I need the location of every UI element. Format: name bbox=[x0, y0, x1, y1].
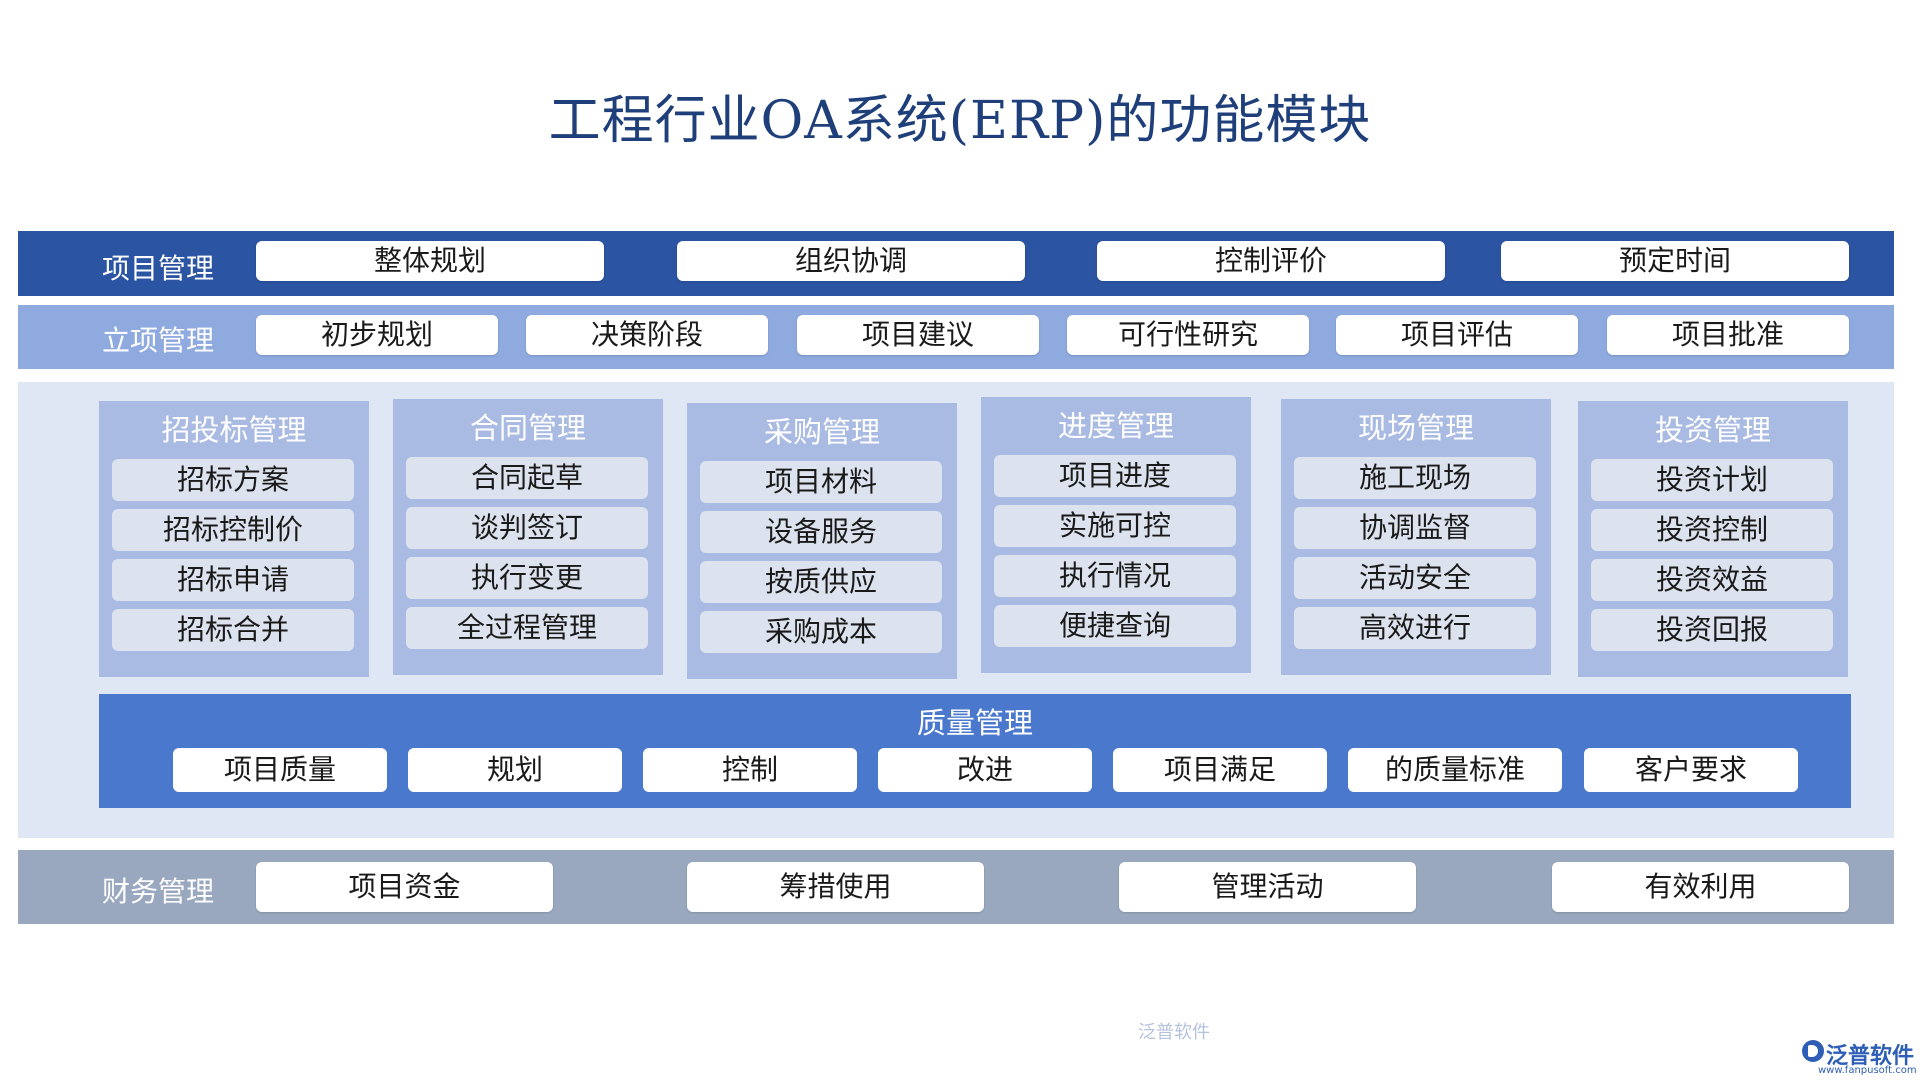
initiation-item-3: 项目建议 bbox=[797, 315, 1039, 355]
module-item: 施工现场 bbox=[1294, 457, 1536, 499]
module-site: 现场管理 施工现场 协调监督 活动安全 高效进行 bbox=[1281, 399, 1551, 675]
module-title: 采购管理 bbox=[763, 415, 880, 449]
finance-management-band: 财务管理 项目资金 筹措使用 管理活动 有效利用 bbox=[18, 850, 1894, 924]
project-management-label: 项目管理 bbox=[102, 252, 215, 285]
module-title: 合同管理 bbox=[469, 411, 586, 445]
module-title: 进度管理 bbox=[1057, 409, 1174, 443]
module-item: 设备服务 bbox=[700, 511, 942, 553]
quality-item-3: 控制 bbox=[643, 748, 857, 792]
finance-item-3: 管理活动 bbox=[1119, 862, 1416, 912]
quality-item-7: 客户要求 bbox=[1584, 748, 1798, 792]
brand-logo: 泛普软件 www.fanpusoft.com bbox=[1802, 1038, 1917, 1078]
module-item: 投资控制 bbox=[1591, 509, 1833, 551]
module-item: 合同起草 bbox=[406, 457, 648, 499]
module-item: 招标申请 bbox=[112, 559, 354, 601]
initiation-item-5: 项目评估 bbox=[1336, 315, 1578, 355]
initiation-item-1: 初步规划 bbox=[256, 315, 498, 355]
logo-icon bbox=[1802, 1040, 1824, 1062]
module-item: 招标方案 bbox=[112, 459, 354, 501]
logo-url: www.fanpusoft.com bbox=[1818, 1065, 1917, 1076]
project-item-4: 预定时间 bbox=[1501, 241, 1849, 281]
module-item: 高效进行 bbox=[1294, 607, 1536, 649]
logo-name: 泛普软件 bbox=[1826, 1044, 1915, 1069]
finance-management-label: 财务管理 bbox=[102, 875, 215, 908]
module-item: 采购成本 bbox=[700, 611, 942, 653]
quality-management-title: 质量管理 bbox=[916, 706, 1033, 740]
page-title: 工程行业OA系统(ERP)的功能模块 bbox=[548, 91, 1372, 151]
module-item: 执行变更 bbox=[406, 557, 648, 599]
module-bidding: 招投标管理 招标方案 招标控制价 招标申请 招标合并 bbox=[99, 401, 369, 677]
finance-item-4: 有效利用 bbox=[1552, 862, 1849, 912]
quality-item-5: 项目满足 bbox=[1113, 748, 1327, 792]
project-item-2: 组织协调 bbox=[677, 241, 1025, 281]
watermark-text: 泛普软件 bbox=[1138, 1022, 1210, 1043]
finance-item-1: 项目资金 bbox=[256, 862, 553, 912]
module-investment: 投资管理 投资计划 投资控制 投资效益 投资回报 bbox=[1578, 401, 1848, 677]
finance-item-2: 筹措使用 bbox=[687, 862, 984, 912]
module-item: 项目材料 bbox=[700, 461, 942, 503]
module-contract: 合同管理 合同起草 谈判签订 执行变更 全过程管理 bbox=[393, 399, 663, 675]
module-item: 协调监督 bbox=[1294, 507, 1536, 549]
module-schedule: 进度管理 项目进度 实施可控 执行情况 便捷查询 bbox=[981, 397, 1251, 673]
module-item: 招标合并 bbox=[112, 609, 354, 651]
initiation-management-band: 立项管理 初步规划 决策阶段 项目建议 可行性研究 项目评估 项目批准 bbox=[18, 305, 1894, 369]
quality-management-band: 质量管理 项目质量 规划 控制 改进 项目满足 的质量标准 客户要求 bbox=[99, 694, 1851, 808]
module-item: 投资计划 bbox=[1591, 459, 1833, 501]
module-title: 招投标管理 bbox=[161, 413, 307, 447]
project-item-1: 整体规划 bbox=[256, 241, 604, 281]
module-item: 执行情况 bbox=[994, 555, 1236, 597]
module-item: 投资效益 bbox=[1591, 559, 1833, 601]
module-item: 谈判签订 bbox=[406, 507, 648, 549]
initiation-item-4: 可行性研究 bbox=[1067, 315, 1309, 355]
initiation-management-label: 立项管理 bbox=[102, 324, 215, 357]
quality-item-4: 改进 bbox=[878, 748, 1092, 792]
project-item-3: 控制评价 bbox=[1097, 241, 1445, 281]
module-item: 便捷查询 bbox=[994, 605, 1236, 647]
module-title: 现场管理 bbox=[1357, 411, 1474, 445]
quality-item-6: 的质量标准 bbox=[1348, 748, 1562, 792]
module-procurement: 采购管理 项目材料 设备服务 按质供应 采购成本 bbox=[687, 403, 957, 679]
module-item: 投资回报 bbox=[1591, 609, 1833, 651]
module-title: 投资管理 bbox=[1654, 413, 1771, 447]
quality-item-2: 规划 bbox=[408, 748, 622, 792]
module-item: 活动安全 bbox=[1294, 557, 1536, 599]
modules-area: 招投标管理 招标方案 招标控制价 招标申请 招标合并 合同管理 合同起草 谈判签… bbox=[18, 382, 1894, 1043]
initiation-item-6: 项目批准 bbox=[1607, 315, 1849, 355]
initiation-item-2: 决策阶段 bbox=[526, 315, 768, 355]
module-item: 按质供应 bbox=[700, 561, 942, 603]
module-item: 招标控制价 bbox=[112, 509, 354, 551]
quality-item-1: 项目质量 bbox=[173, 748, 387, 792]
module-item: 项目进度 bbox=[994, 455, 1236, 497]
module-item: 全过程管理 bbox=[406, 607, 648, 649]
project-management-band: 项目管理 整体规划 组织协调 控制评价 预定时间 bbox=[18, 231, 1894, 296]
module-item: 实施可控 bbox=[994, 505, 1236, 547]
